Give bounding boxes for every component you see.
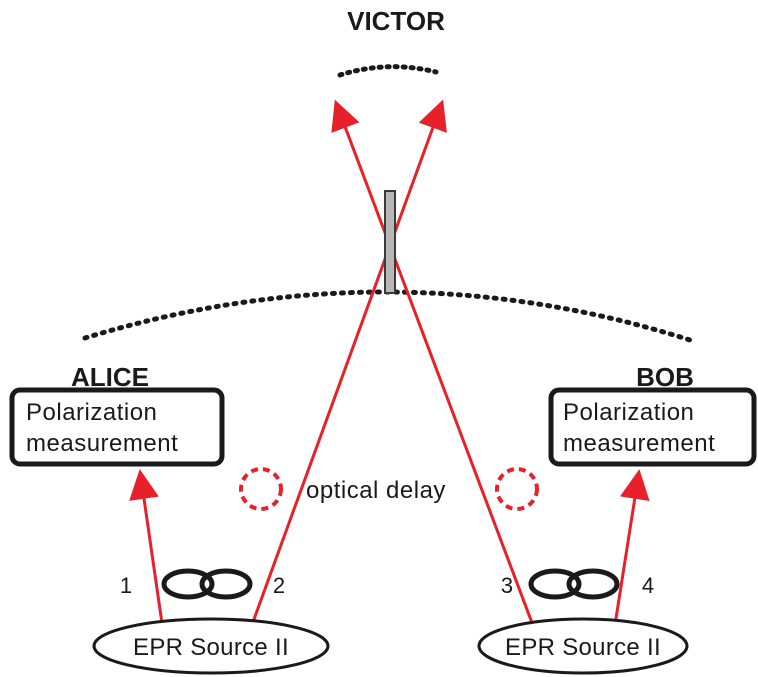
left-epr-source-label: EPR Source II <box>133 634 289 661</box>
alice-box-line1: Polarization <box>26 399 157 426</box>
optical-delay-label: optical delay <box>306 477 446 504</box>
optical-delay-left-icon <box>239 467 283 511</box>
left-fiber-coil-icon <box>161 568 253 600</box>
right-fiber-coil-icon <box>528 568 620 600</box>
photon-number-4: 4 <box>642 573 654 598</box>
photon-1-beam <box>129 469 167 645</box>
photon-number-1: 1 <box>120 573 132 598</box>
photon-number-3: 3 <box>501 573 513 598</box>
beam-splitter <box>384 190 396 294</box>
photon-number-2: 2 <box>273 573 285 598</box>
victor-label: VICTOR <box>347 6 445 36</box>
optical-delay-right-icon <box>495 467 539 511</box>
alice-bob-dotted-arc <box>82 289 693 343</box>
alice-label: ALICE <box>71 362 149 392</box>
victor-dotted-arc <box>337 64 439 78</box>
photon-3-beam <box>331 99 542 645</box>
bob-measurement-box <box>548 387 757 467</box>
right-epr-source-label: EPR Source II <box>505 634 661 661</box>
right-epr-source <box>477 617 689 675</box>
left-epr-source <box>92 617 330 675</box>
photon-2-beam <box>243 99 447 645</box>
alice-box-line2: measurement <box>26 430 178 457</box>
photon-4-beam <box>610 469 650 645</box>
bob-box-line2: measurement <box>563 430 715 457</box>
alice-measurement-box <box>9 387 225 467</box>
bob-box-line1: Polarization <box>563 399 694 426</box>
bob-label: BOB <box>636 362 694 392</box>
